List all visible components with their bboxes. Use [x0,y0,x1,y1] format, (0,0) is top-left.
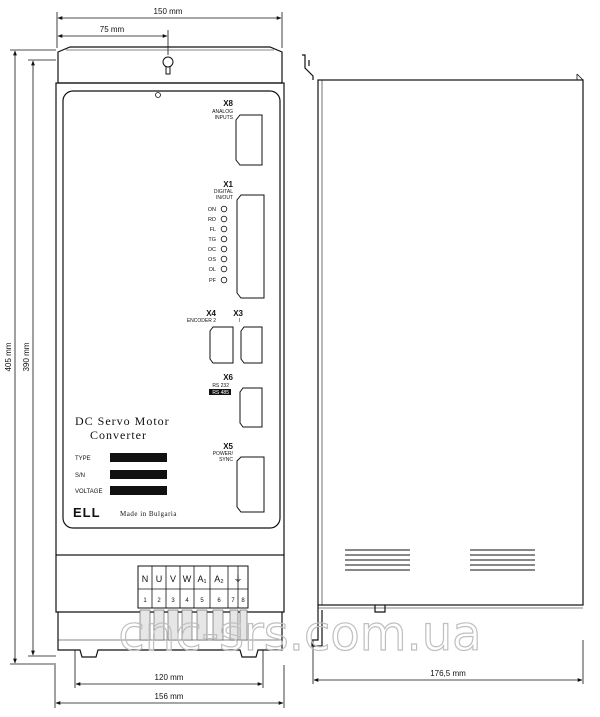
led-fl [220,225,228,233]
connector-x3-desc: I [239,318,240,324]
terminal-number-4: 4 [185,598,189,604]
front-view [55,46,285,658]
terminal-number-5: 5 [200,598,204,604]
terminal-label-n: N [142,574,149,584]
product-title-line2: Converter [90,428,147,442]
terminal-separators [151,566,239,608]
connector-x6-name: X6 [223,373,233,382]
type-value-bar [110,453,167,462]
terminal-label-u: U [156,574,163,584]
side-vents [345,549,535,571]
dim-height-inner: 390 mm [22,342,31,371]
led-label-ol: OL [209,267,216,273]
sn-label: S/N [75,473,85,479]
connector-x5-name: X5 [223,442,233,451]
connector-x4-desc: ENCODER 2 [187,318,216,324]
terminal-number-3: 3 [171,598,175,604]
dim-bottom-outer: 156 mm [155,692,184,701]
dim-half-width: 75 mm [100,25,125,34]
connector-x8-name: X8 [223,99,233,108]
connector-x5-desc1: POWER/ [213,451,234,457]
terminal-label-w: W [183,574,192,584]
led-label-os: OS [208,257,216,263]
product-title-line1: DC Servo Motor [75,414,170,428]
led-rd [220,215,228,223]
led-pf [220,276,228,284]
terminal-number-8: 8 [241,598,245,604]
dim-height-outer: 405 mm [4,342,13,371]
terminal-label-a2: A₂ [214,574,224,584]
connector-x8-desc2: INPUTS [215,115,234,121]
connector-x3-name: X3 [233,309,243,318]
terminal-label-v: V [170,574,176,584]
terminal-number-1: 1 [143,598,147,604]
dim-bottom-inner: 120 mm [155,673,184,682]
voltage-label: VOLTAGE [75,489,102,495]
led-tg [220,235,228,243]
connector-x6-desc2: RS 485 [212,390,229,396]
connector-x8-desc1: ANALOG [212,109,233,115]
led-label-oc: OC [208,247,216,253]
led-label-tg: TG [208,237,216,243]
brand-logo: ELL [73,505,101,520]
terminal-label-ground: ⏚ [233,574,242,584]
terminal-number-7: 7 [231,598,235,604]
led-label-fl: FL [210,227,216,233]
terminal-screws [139,609,248,641]
led-on [220,205,228,213]
status-leds: ON RD FL TG OC OS OL PF [208,205,228,284]
sn-value-bar [110,470,167,479]
led-label-on: ON [208,207,216,213]
watermark: cnc-srs.com.ua [118,606,481,662]
dimension-lines [10,12,584,708]
connector-x6-desc1: RS 232 [212,383,229,389]
led-label-rd: RD [208,217,216,223]
connector-x6-badge [209,389,231,395]
led-oc [220,245,228,253]
terminal-number-2: 2 [157,598,161,604]
led-ol [220,265,228,273]
connector-x4-name: X4 [206,309,216,318]
connector-x1-desc1: DIGITAL [214,189,233,195]
side-view [302,54,584,647]
connector-x5-desc2: SYNC [219,457,233,463]
dim-depth: 176,5 mm [430,669,466,678]
connector-outlines [209,114,265,513]
type-label: TYPE [75,456,91,462]
dim-width-top: 150 mm [154,7,183,16]
terminal-label-a1: A₁ [197,574,206,584]
made-in-label: Made in Bulgaria [120,510,177,518]
connector-x1-desc2: IN/OUT [216,195,233,201]
led-label-pf: PF [209,278,217,284]
led-os [220,255,228,263]
voltage-value-bar [110,486,167,495]
connector-x1-name: X1 [223,180,233,189]
terminal-number-6: 6 [217,598,221,604]
